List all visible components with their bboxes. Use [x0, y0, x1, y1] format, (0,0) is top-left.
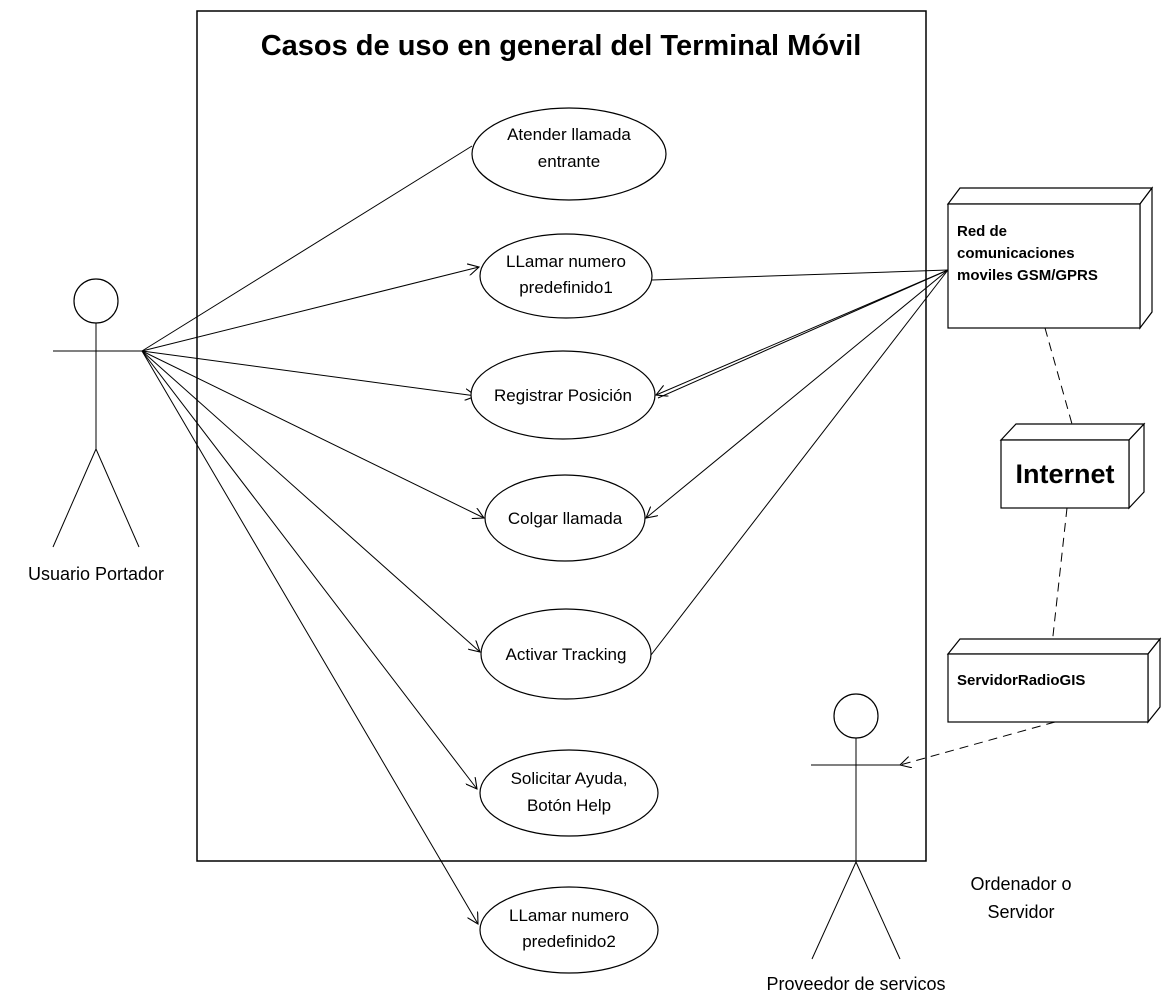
dep-server-provider — [900, 721, 1056, 765]
use-case-label: Colgar llamada — [508, 509, 623, 528]
net-tracking — [650, 269, 949, 656]
net-llamar1 — [651, 269, 949, 281]
net-colgar — [646, 269, 949, 518]
use-case-label: Registrar Posición — [494, 386, 632, 405]
use-case-label: Activar Tracking — [506, 645, 627, 664]
node-internet-label: Internet — [1015, 459, 1114, 489]
diagram-title: Casos de uso en general del Terminal Móv… — [261, 30, 862, 62]
use-case-tracking: Activar Tracking — [480, 608, 652, 700]
actor-label-proveedor: Proveedor de servicos — [766, 974, 945, 994]
assoc-colgar — [141, 350, 484, 518]
assoc-llamar2 — [141, 350, 478, 924]
assoc-ayuda — [141, 350, 477, 789]
node-gsm-line: comunicaciones — [957, 245, 1075, 262]
use-case-label: Solicitar Ayuda, — [511, 769, 628, 788]
node-gsm-line: moviles GSM/GPRS — [957, 267, 1098, 284]
system-boundary — [196, 10, 927, 862]
use-case-label: predefinido2 — [522, 932, 616, 951]
dep-gsm-internet — [1044, 327, 1073, 425]
actor-usuario-portador — [52, 278, 142, 548]
actor-proveedor — [811, 693, 901, 960]
use-case-atender: Atender llamada entrante — [471, 107, 667, 201]
dep-internet-server — [1051, 507, 1068, 654]
net-registrar-b — [657, 269, 949, 399]
use-case-llamar2: LLamar numero predefinido2 — [479, 886, 659, 974]
node-servidor-radiogis: ServidorRadioGIS — [946, 637, 1162, 724]
assoc-registrar — [141, 350, 476, 396]
use-case-label: LLamar numero — [506, 252, 626, 271]
assoc-llamar1 — [141, 267, 479, 352]
use-case-label: entrante — [538, 152, 600, 171]
node-internet: Internet — [999, 422, 1146, 510]
use-case-label: LLamar numero — [509, 906, 629, 925]
use-case-colgar: Colgar llamada — [484, 474, 646, 562]
computer-label-line1: Ordenador o — [970, 874, 1071, 894]
net-registrar — [656, 269, 949, 395]
assoc-atender — [141, 145, 473, 352]
use-case-llamar1: LLamar numero predefinido1 — [479, 233, 653, 319]
network-associations — [646, 269, 949, 656]
computer-label-line2: Servidor — [987, 902, 1054, 922]
actor-label-usuario: Usuario Portador — [28, 564, 164, 584]
use-case-registrar: Registrar Posición — [470, 350, 656, 440]
node-gsm-line: Red de — [957, 223, 1007, 240]
use-case-ayuda: Solicitar Ayuda, Botón Help — [479, 749, 659, 837]
use-case-label: Atender llamada — [507, 125, 631, 144]
node-gsm-network: Red de comunicaciones moviles GSM/GPRS — [946, 186, 1154, 330]
use-case-label: Botón Help — [527, 796, 611, 815]
user-associations — [141, 145, 484, 924]
node-server-label: ServidorRadioGIS — [957, 672, 1085, 689]
use-case-label: predefinido1 — [519, 278, 613, 297]
assoc-tracking — [141, 350, 480, 652]
